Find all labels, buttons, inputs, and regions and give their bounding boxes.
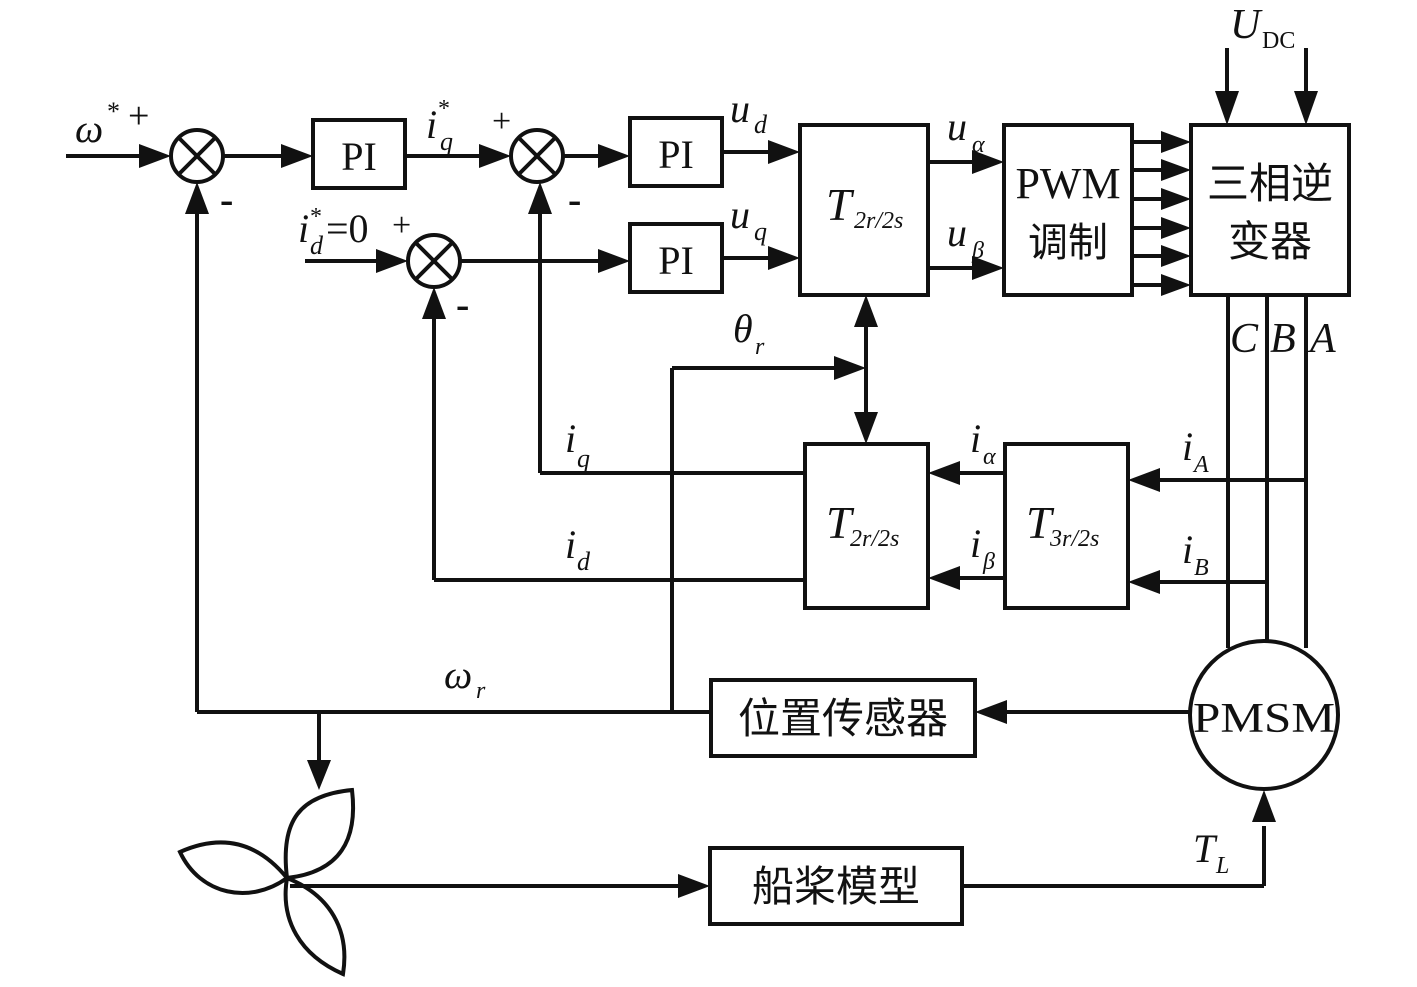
inverse-park-label: T (826, 179, 855, 230)
ibeta-sub: β (982, 549, 995, 575)
ia-label: i (1182, 424, 1193, 469)
tl-label: T (1193, 826, 1218, 871)
uq-sub: q (754, 217, 767, 246)
phase-c-label: C (1230, 316, 1259, 362)
pmsm-motor (1188, 639, 1340, 791)
minus-sign: - (456, 282, 469, 327)
phase-a-label: A (1307, 316, 1336, 362)
uq-label: u (730, 192, 750, 237)
ialpha-label: i (970, 416, 981, 461)
pwm-label-cjk: 调制 (1028, 220, 1108, 266)
sum-junction-id (406, 233, 462, 289)
ud-sub: d (754, 110, 768, 139)
minus-sign: - (568, 177, 581, 222)
position-sensor-label: 位置传感器 (738, 694, 948, 743)
clarke-block (1003, 442, 1130, 610)
iq-ref-label: i (426, 102, 437, 147)
pwm-block (1002, 123, 1134, 297)
pi-id-label: PI (658, 238, 694, 283)
ia-sub: A (1192, 452, 1209, 478)
ib-label: i (1182, 527, 1193, 572)
ubeta-sub: β (971, 238, 984, 264)
park-sub: 2r/2s (850, 526, 899, 552)
ib-sub: B (1194, 555, 1209, 581)
id-ref-label: i (298, 206, 309, 251)
plus-sign: + (128, 95, 149, 137)
plus-sign: + (492, 103, 511, 140)
plus-sign: + (392, 207, 411, 244)
clarke-label: T (1026, 497, 1055, 548)
iq-feedback-sub: q (577, 444, 590, 473)
udc-label: U (1230, 2, 1263, 48)
ibeta-label: i (970, 521, 981, 566)
pi-id-block (628, 222, 724, 294)
pmsm-label: PMSM (1193, 696, 1335, 742)
id-ref-value: =0 (326, 206, 369, 251)
arrowheads (139, 91, 1318, 898)
omega-r-label: ω (444, 652, 472, 697)
speed-ref-label: ω (75, 106, 103, 151)
speed-ref-sup: * (107, 97, 120, 126)
park-block (803, 442, 930, 610)
inverse-park-block (798, 123, 930, 297)
ud-label: u (730, 86, 750, 131)
id-feedback-sub: d (577, 547, 591, 576)
pi-iq-block (628, 116, 724, 188)
inverter-label-1: 三相逆 (1207, 159, 1333, 208)
iq-ref-sup: * (438, 96, 450, 122)
minus-sign: - (220, 177, 233, 222)
inverter-block (1189, 123, 1351, 297)
inverter-label-2: 变器 (1228, 217, 1312, 266)
sum-junction-iq (509, 128, 565, 184)
theta-label: θ (733, 306, 753, 351)
iq-ref-sub: q (440, 127, 453, 156)
iq-feedback-label: i (565, 416, 576, 461)
pi-iq-label: PI (658, 132, 694, 177)
tl-sub: L (1215, 853, 1229, 879)
theta-sub: r (755, 334, 765, 360)
position-sensor-block (709, 678, 977, 758)
pi-speed-label: PI (341, 134, 377, 179)
omega-r-sub: r (476, 678, 486, 704)
id-ref-sup: * (310, 204, 322, 230)
ubeta-label: u (947, 210, 967, 255)
udc-sub: DC (1262, 28, 1295, 54)
park-label: T (826, 497, 855, 548)
ialpha-sub: α (983, 444, 996, 470)
propeller-model-label: 船桨模型 (752, 862, 920, 911)
clarke-sub: 3r/2s (1049, 526, 1099, 552)
inverse-park-sub: 2r/2s (854, 208, 903, 234)
ualpha-sub: α (972, 132, 985, 158)
propeller-model-block (708, 846, 964, 926)
id-feedback-label: i (565, 522, 576, 567)
ualpha-label: u (947, 104, 967, 149)
sum-junction-speed (169, 128, 225, 184)
pwm-label: PWM (1015, 159, 1120, 208)
propeller-icon (177, 787, 355, 977)
phase-b-label: B (1270, 316, 1296, 362)
id-ref-sub: d (310, 231, 324, 260)
wires (66, 48, 1308, 888)
